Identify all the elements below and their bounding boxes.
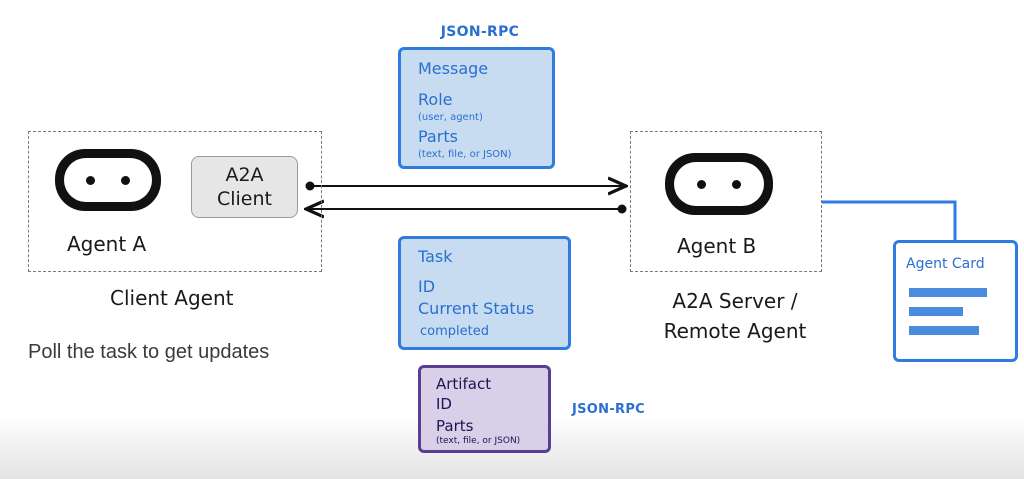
task-id-label: ID	[418, 277, 436, 296]
artifact-box: Artifact ID Parts (text, file, or JSON)	[418, 365, 551, 453]
poll-text: Poll the task to get updates	[28, 341, 270, 363]
artifact-parts-hint: (text, file, or JSON)	[436, 436, 521, 446]
agent-card-line-1	[909, 288, 987, 297]
message-box: Message Role (user, agent) Parts (text, …	[398, 47, 555, 169]
artifact-id-label: ID	[436, 395, 452, 413]
agent-b-label: Agent B	[677, 234, 757, 258]
message-title: Message	[418, 59, 489, 78]
message-role-label: Role	[418, 90, 453, 109]
agent-card-title: Agent Card	[906, 256, 985, 272]
agent-a-robot-icon	[55, 149, 161, 211]
agent-card: Agent Card	[893, 240, 1018, 362]
server-caption-line2: Remote Agent	[663, 319, 807, 343]
agent-card-connector	[822, 200, 957, 240]
agent-card-line-3	[909, 326, 979, 335]
message-parts-label: Parts	[418, 127, 458, 146]
a2a-client-line2: Client	[216, 188, 272, 210]
client-agent-container: A2A Client Agent A	[28, 131, 322, 272]
json-rpc-label-bottom: JSON-RPC	[572, 402, 646, 417]
client-agent-caption: Client Agent	[110, 286, 234, 310]
task-status-label: Current Status	[418, 299, 535, 318]
a2a-client-box: A2A Client	[191, 156, 298, 218]
json-rpc-label-top: JSON-RPC	[440, 24, 520, 40]
task-box: Task ID Current Status completed	[398, 236, 571, 350]
artifact-parts-label: Parts	[436, 417, 474, 435]
agent-a-label: Agent A	[67, 232, 147, 256]
task-title: Task	[418, 247, 453, 266]
message-role-hint: (user, agent)	[418, 112, 483, 123]
message-parts-hint: (text, file, or JSON)	[418, 149, 512, 160]
server-caption: A2A Server / Remote Agent	[640, 286, 830, 346]
server-caption-line1: A2A Server /	[672, 289, 798, 313]
agent-card-line-2	[909, 307, 963, 316]
task-status-value: completed	[420, 324, 489, 339]
agent-b-robot-icon	[665, 153, 773, 215]
a2a-client-line1: A2A	[225, 164, 264, 186]
server-agent-container: Agent B	[630, 131, 822, 272]
artifact-title: Artifact	[436, 375, 492, 393]
